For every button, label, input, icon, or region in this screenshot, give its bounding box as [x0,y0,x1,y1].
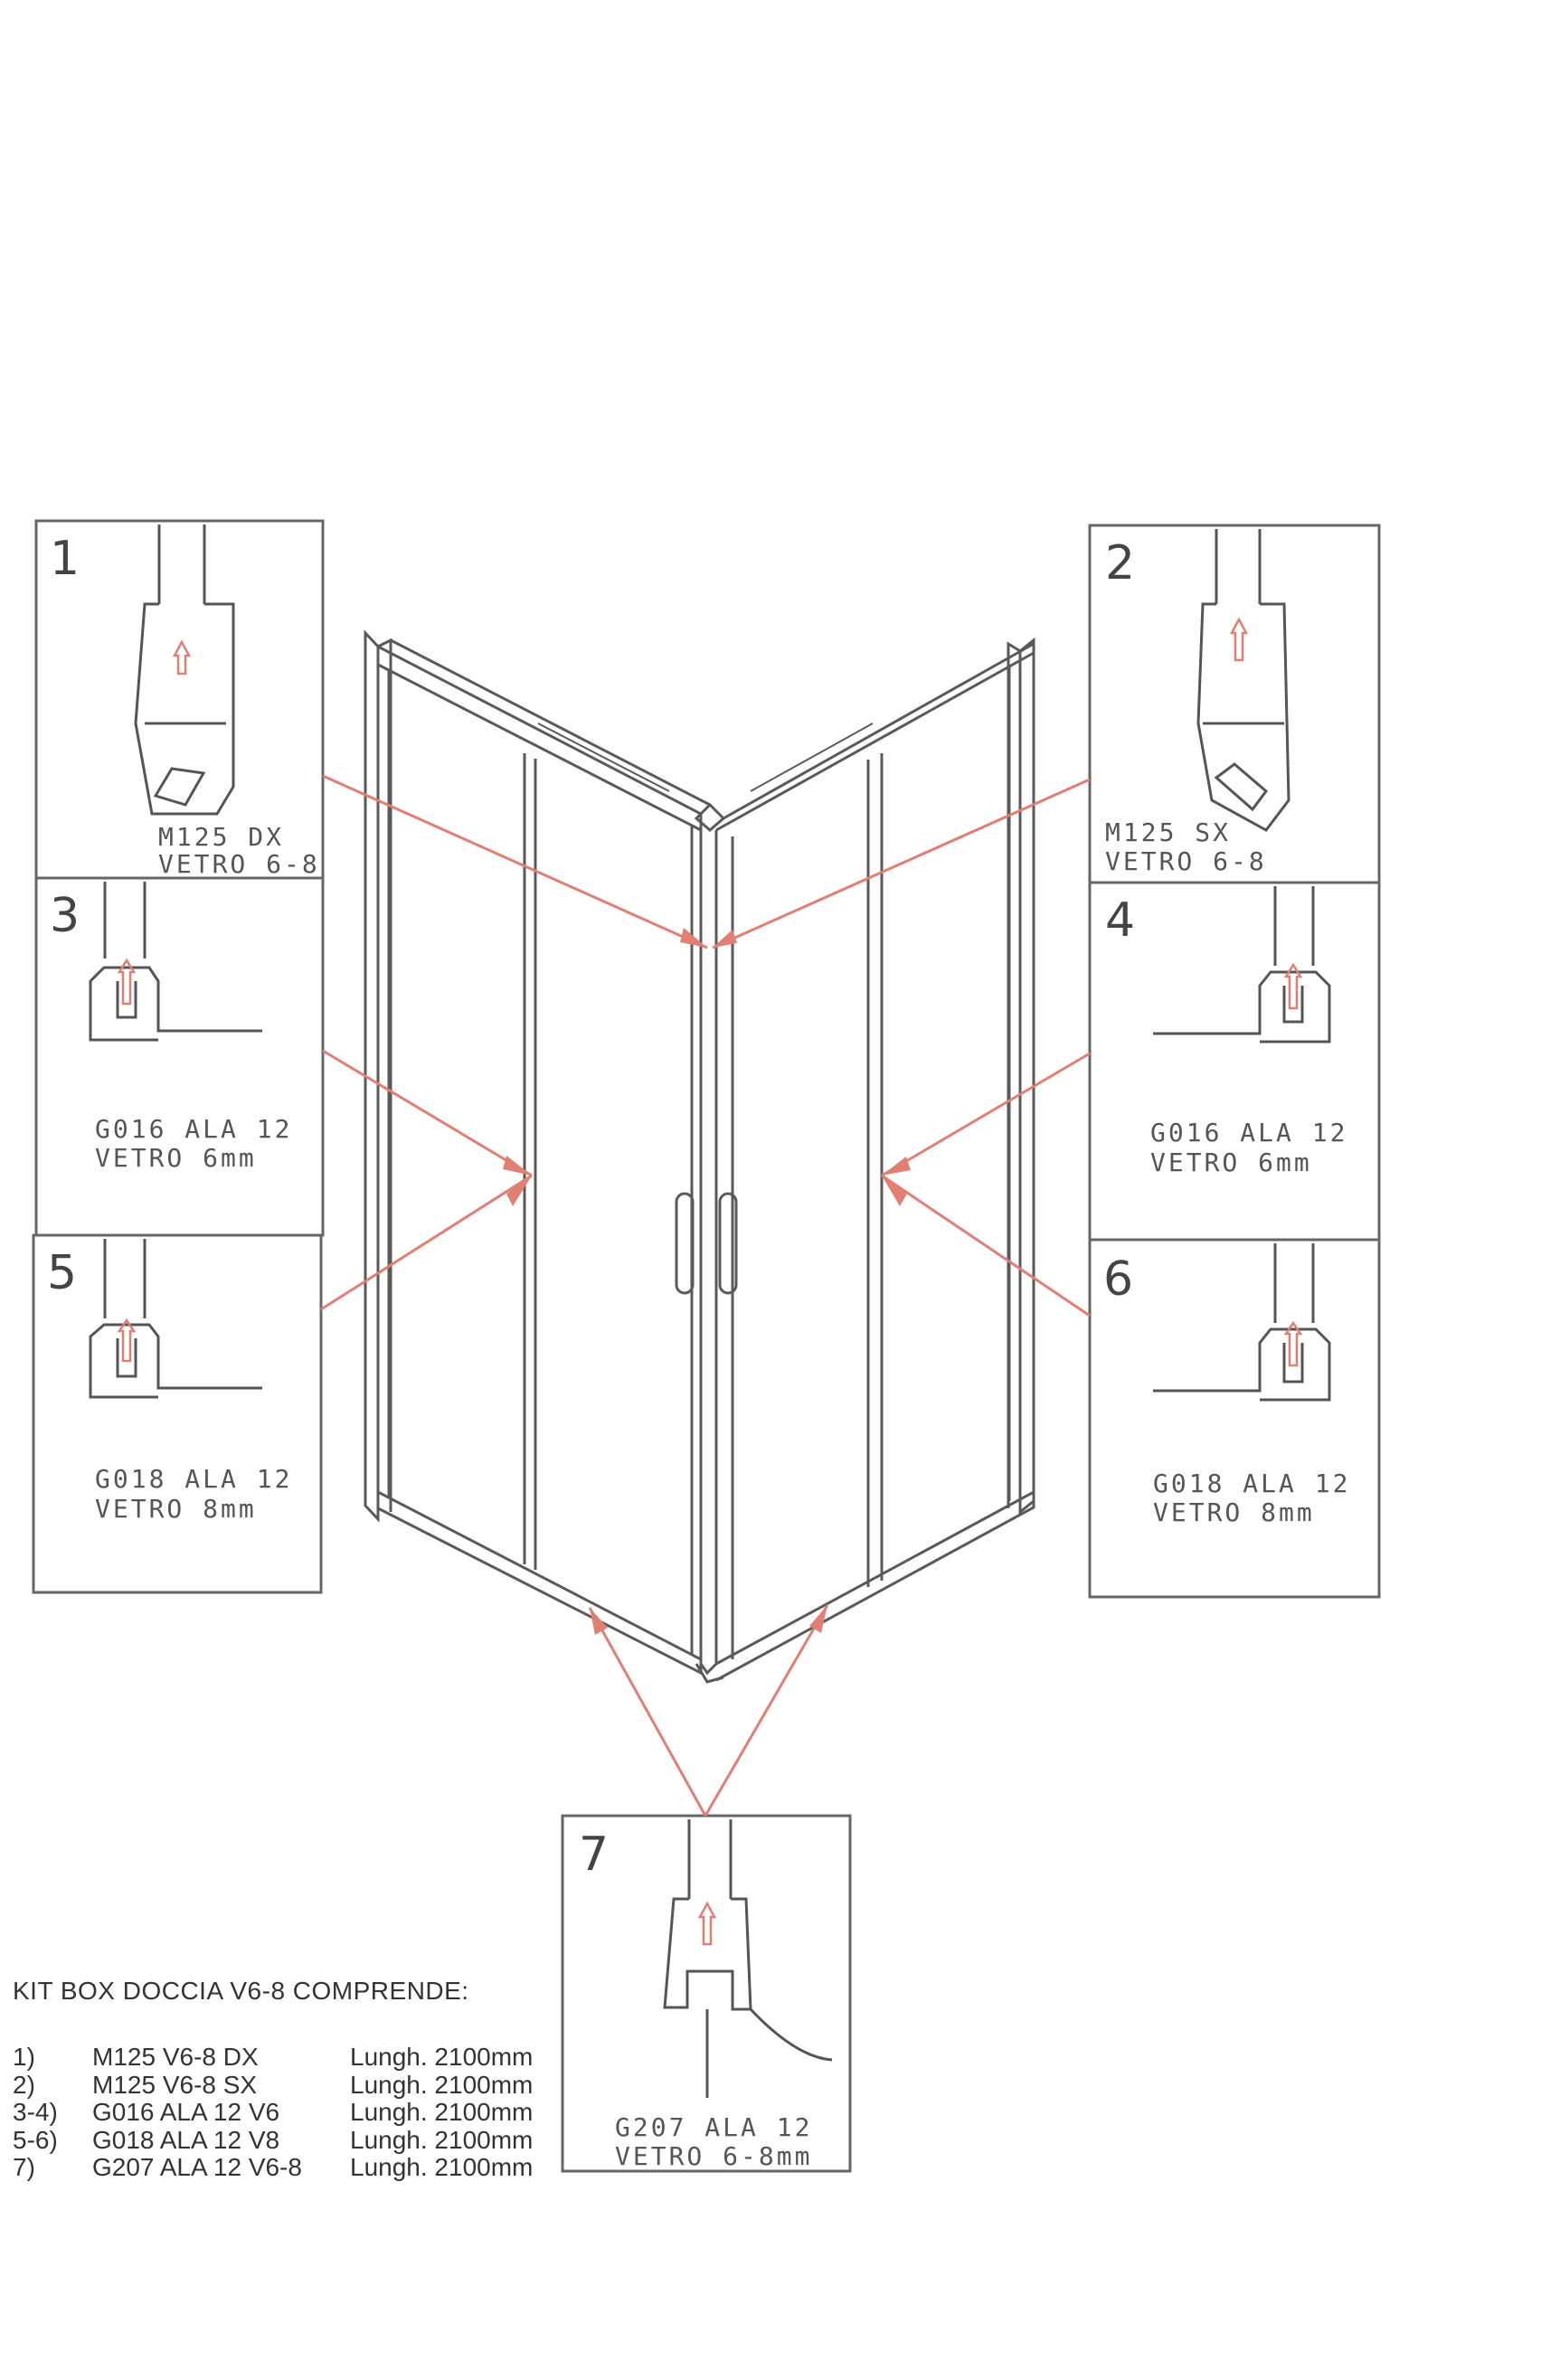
profile-g018-right-drawing [1153,1243,1331,1402]
panel-1-label-line2: VETRO 6-8 [158,849,320,879]
panel-5-label-line2: VETRO 8mm [95,1494,257,1524]
panel-frames [32,519,1381,2173]
kit-item-number: 7) [13,2153,35,2181]
panel-6-number: 6 [1103,1252,1133,1307]
profile-m125-dx-drawing [134,524,235,816]
profile-g018-left-drawing [89,1239,262,1399]
kit-item-length: Lungh. 2100mm [350,2070,534,2099]
panel-6-label-line1: G018 ALA 12 [1153,1469,1350,1498]
kit-list: KIT BOX DOCCIA V6-8 COMPRENDE: 1) M125 V… [13,1977,555,2182]
kit-item-length: Lungh. 2100mm [350,2043,534,2071]
kit-item-code: M125 V6-8 DX [92,2043,259,2071]
panel-2-label-line2: VETRO 6-8 [1105,846,1267,876]
kit-item: 7) G207 ALA 12 V6-8 Lungh. 2100mm [13,2153,555,2182]
panel-3-label-line2: VETRO 6mm [95,1143,257,1173]
kit-item-code: G207 ALA 12 V6-8 [92,2153,302,2181]
kit-item: 3-4) G016 ALA 12 V6 Lungh. 2100mm [13,2098,555,2127]
panel-7-label-line1: G207 ALA 12 [615,2112,812,2142]
kit-item-length: Lungh. 2100mm [350,2153,534,2181]
panel-4-number: 4 [1105,893,1135,948]
kit-item-code: M125 V6-8 SX [92,2070,258,2099]
profile-g016-left-drawing [89,882,262,1042]
panel-1-number: 1 [50,532,80,586]
panel-2-number: 2 [1105,536,1135,590]
kit-item-number: 1) [13,2043,35,2071]
kit-item-number: 2) [13,2070,35,2099]
kit-item-length: Lungh. 2100mm [350,2125,534,2154]
kit-title: KIT BOX DOCCIA V6-8 COMPRENDE: [13,1977,469,2005]
kit-item-number: 5-6) [13,2125,58,2154]
kit-item-code: G016 ALA 12 V6 [92,2098,280,2126]
panel-4-label-line2: VETRO 6mm [1150,1148,1312,1177]
panel-3-label-line1: G016 ALA 12 [95,1114,292,1144]
pointer-arrows [320,774,1091,1817]
panel-7-label-line2: VETRO 6-8mm [615,2141,812,2171]
panel-4-label-line1: G016 ALA 12 [1150,1118,1347,1148]
kit-item: 2) M125 V6-8 SX Lungh. 2100mm [13,2070,555,2100]
panel-5-number: 5 [47,1246,77,1300]
shower-enclosure [364,629,1035,1684]
profile-m125-sx-drawing [1196,529,1290,832]
profile-g207-drawing [663,1819,833,2098]
panel-7-number: 7 [579,1828,609,1882]
panel-5-label-line1: G018 ALA 12 [95,1464,292,1494]
kit-item-code: G018 ALA 12 V8 [92,2125,280,2154]
profile-g016-right-drawing [1153,886,1331,1044]
kit-item-number: 3-4) [13,2098,58,2126]
kit-item: 1) M125 V6-8 DX Lungh. 2100mm [13,2043,555,2072]
kit-item: 5-6) G018 ALA 12 V8 Lungh. 2100mm [13,2125,555,2155]
panel-1-label-line1: M125 DX [158,822,284,852]
panel-3-number: 3 [50,889,80,943]
panel-6-label-line2: VETRO 8mm [1153,1497,1315,1527]
panel-2-label-line1: M125 SX [1105,817,1231,847]
arrow-heads [503,928,911,1635]
kit-item-length: Lungh. 2100mm [350,2098,534,2126]
